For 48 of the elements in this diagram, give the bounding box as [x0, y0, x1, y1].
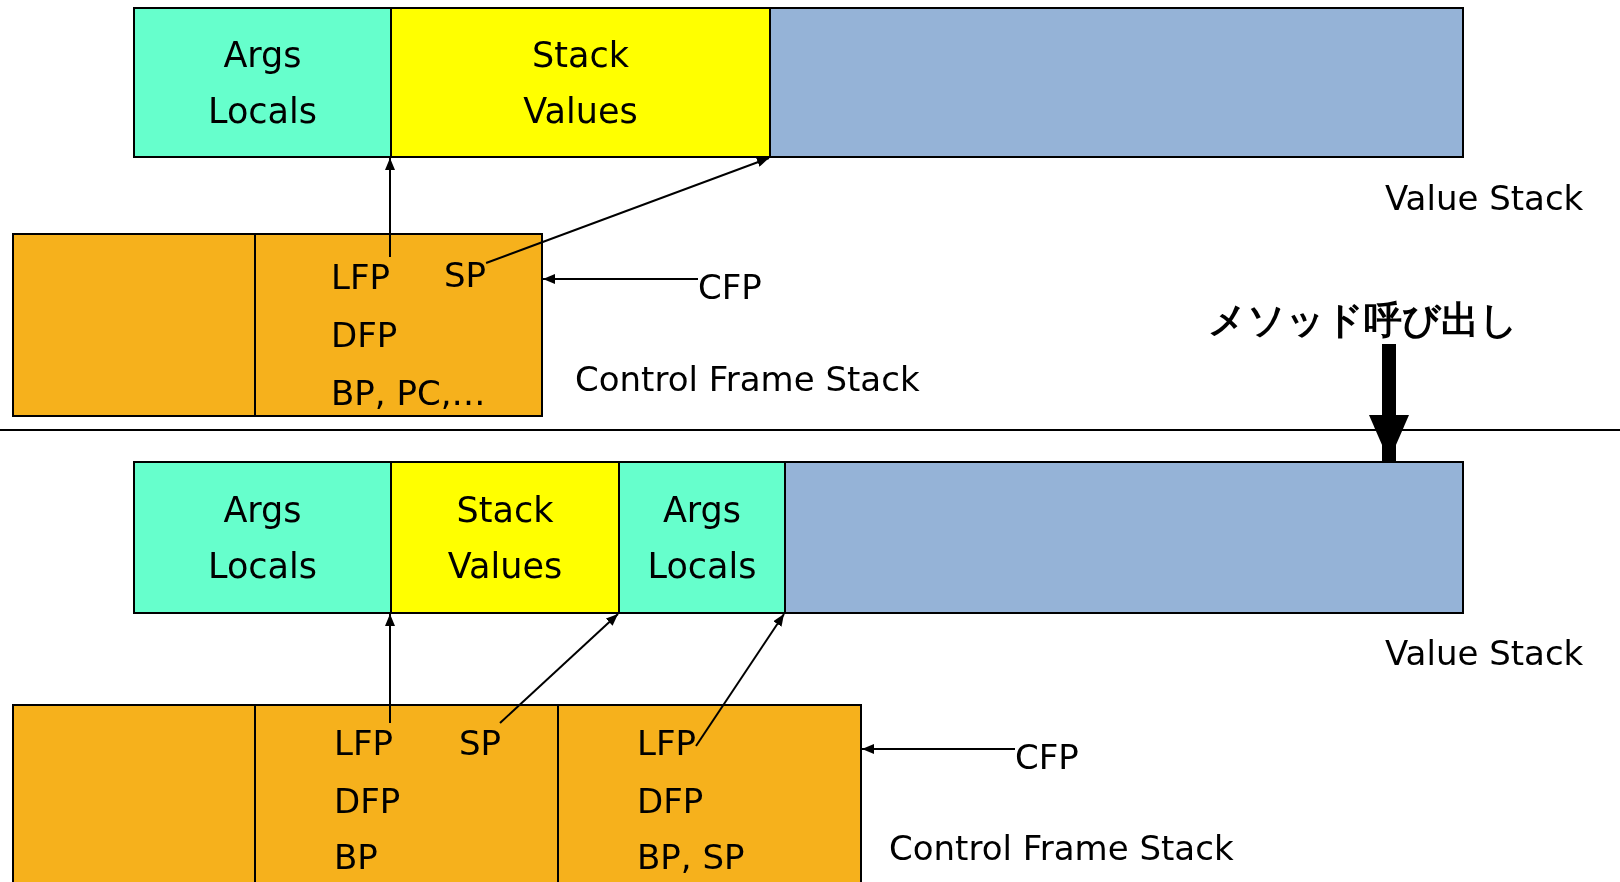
value-stack-cell — [618, 461, 786, 614]
thick-arrow — [1369, 344, 1409, 461]
cell-label: DFP — [331, 315, 398, 355]
pointer-arrow — [861, 744, 1016, 754]
pointer-label: CFP — [698, 267, 762, 307]
cell-label: DFP — [637, 781, 704, 821]
cell-label: DFP — [334, 781, 401, 821]
cell-label: Values — [447, 544, 563, 588]
cell-label: Values — [523, 89, 638, 133]
value-stack-cell — [133, 461, 392, 614]
pointer-label: SP — [444, 255, 487, 295]
pointer-label: LFP — [637, 723, 696, 763]
cell-label: Args — [223, 488, 302, 532]
cell-label: BP, SP — [637, 837, 745, 877]
pointer-label: LFP — [334, 723, 393, 763]
stack-label: Control Frame Stack — [889, 828, 1234, 868]
pointer-label: CFP — [1015, 737, 1079, 777]
cell-label: Stack — [532, 33, 629, 77]
control-frame-cell — [254, 233, 543, 417]
stack-label: Value Stack — [1385, 633, 1584, 673]
value-stack-cell — [133, 7, 392, 158]
control-frame-cell — [254, 704, 559, 882]
value-stack-cell — [390, 461, 620, 614]
cell-label: BP — [334, 837, 378, 877]
pointer-label: SP — [459, 723, 502, 763]
cell-label: Stack — [456, 488, 554, 532]
value-stack-cell — [769, 7, 1464, 158]
control-frame-cell — [557, 704, 862, 882]
control-frame-cell — [12, 704, 256, 882]
cell-label: Locals — [208, 89, 317, 133]
control-frame-cell — [12, 233, 256, 417]
pointer-arrow — [385, 613, 395, 724]
pointer-label: LFP — [331, 257, 390, 297]
cell-label: Args — [662, 488, 742, 532]
stack-label: Value Stack — [1385, 178, 1584, 218]
cell-label: BP, PC,… — [331, 373, 486, 413]
cell-label: Args — [223, 33, 302, 77]
cell-label: Locals — [647, 544, 757, 588]
caption-label: メソッド呼び出し — [1208, 296, 1518, 344]
pointer-arrow — [499, 613, 619, 724]
pointer-arrow — [485, 157, 770, 264]
stack-label: Control Frame Stack — [575, 359, 920, 399]
pointer-arrow — [695, 613, 785, 747]
cell-label: Locals — [208, 544, 317, 588]
pointer-arrow — [542, 274, 699, 284]
value-stack-cell — [784, 461, 1464, 614]
value-stack-cell — [390, 7, 771, 158]
pointer-arrow — [385, 157, 395, 258]
